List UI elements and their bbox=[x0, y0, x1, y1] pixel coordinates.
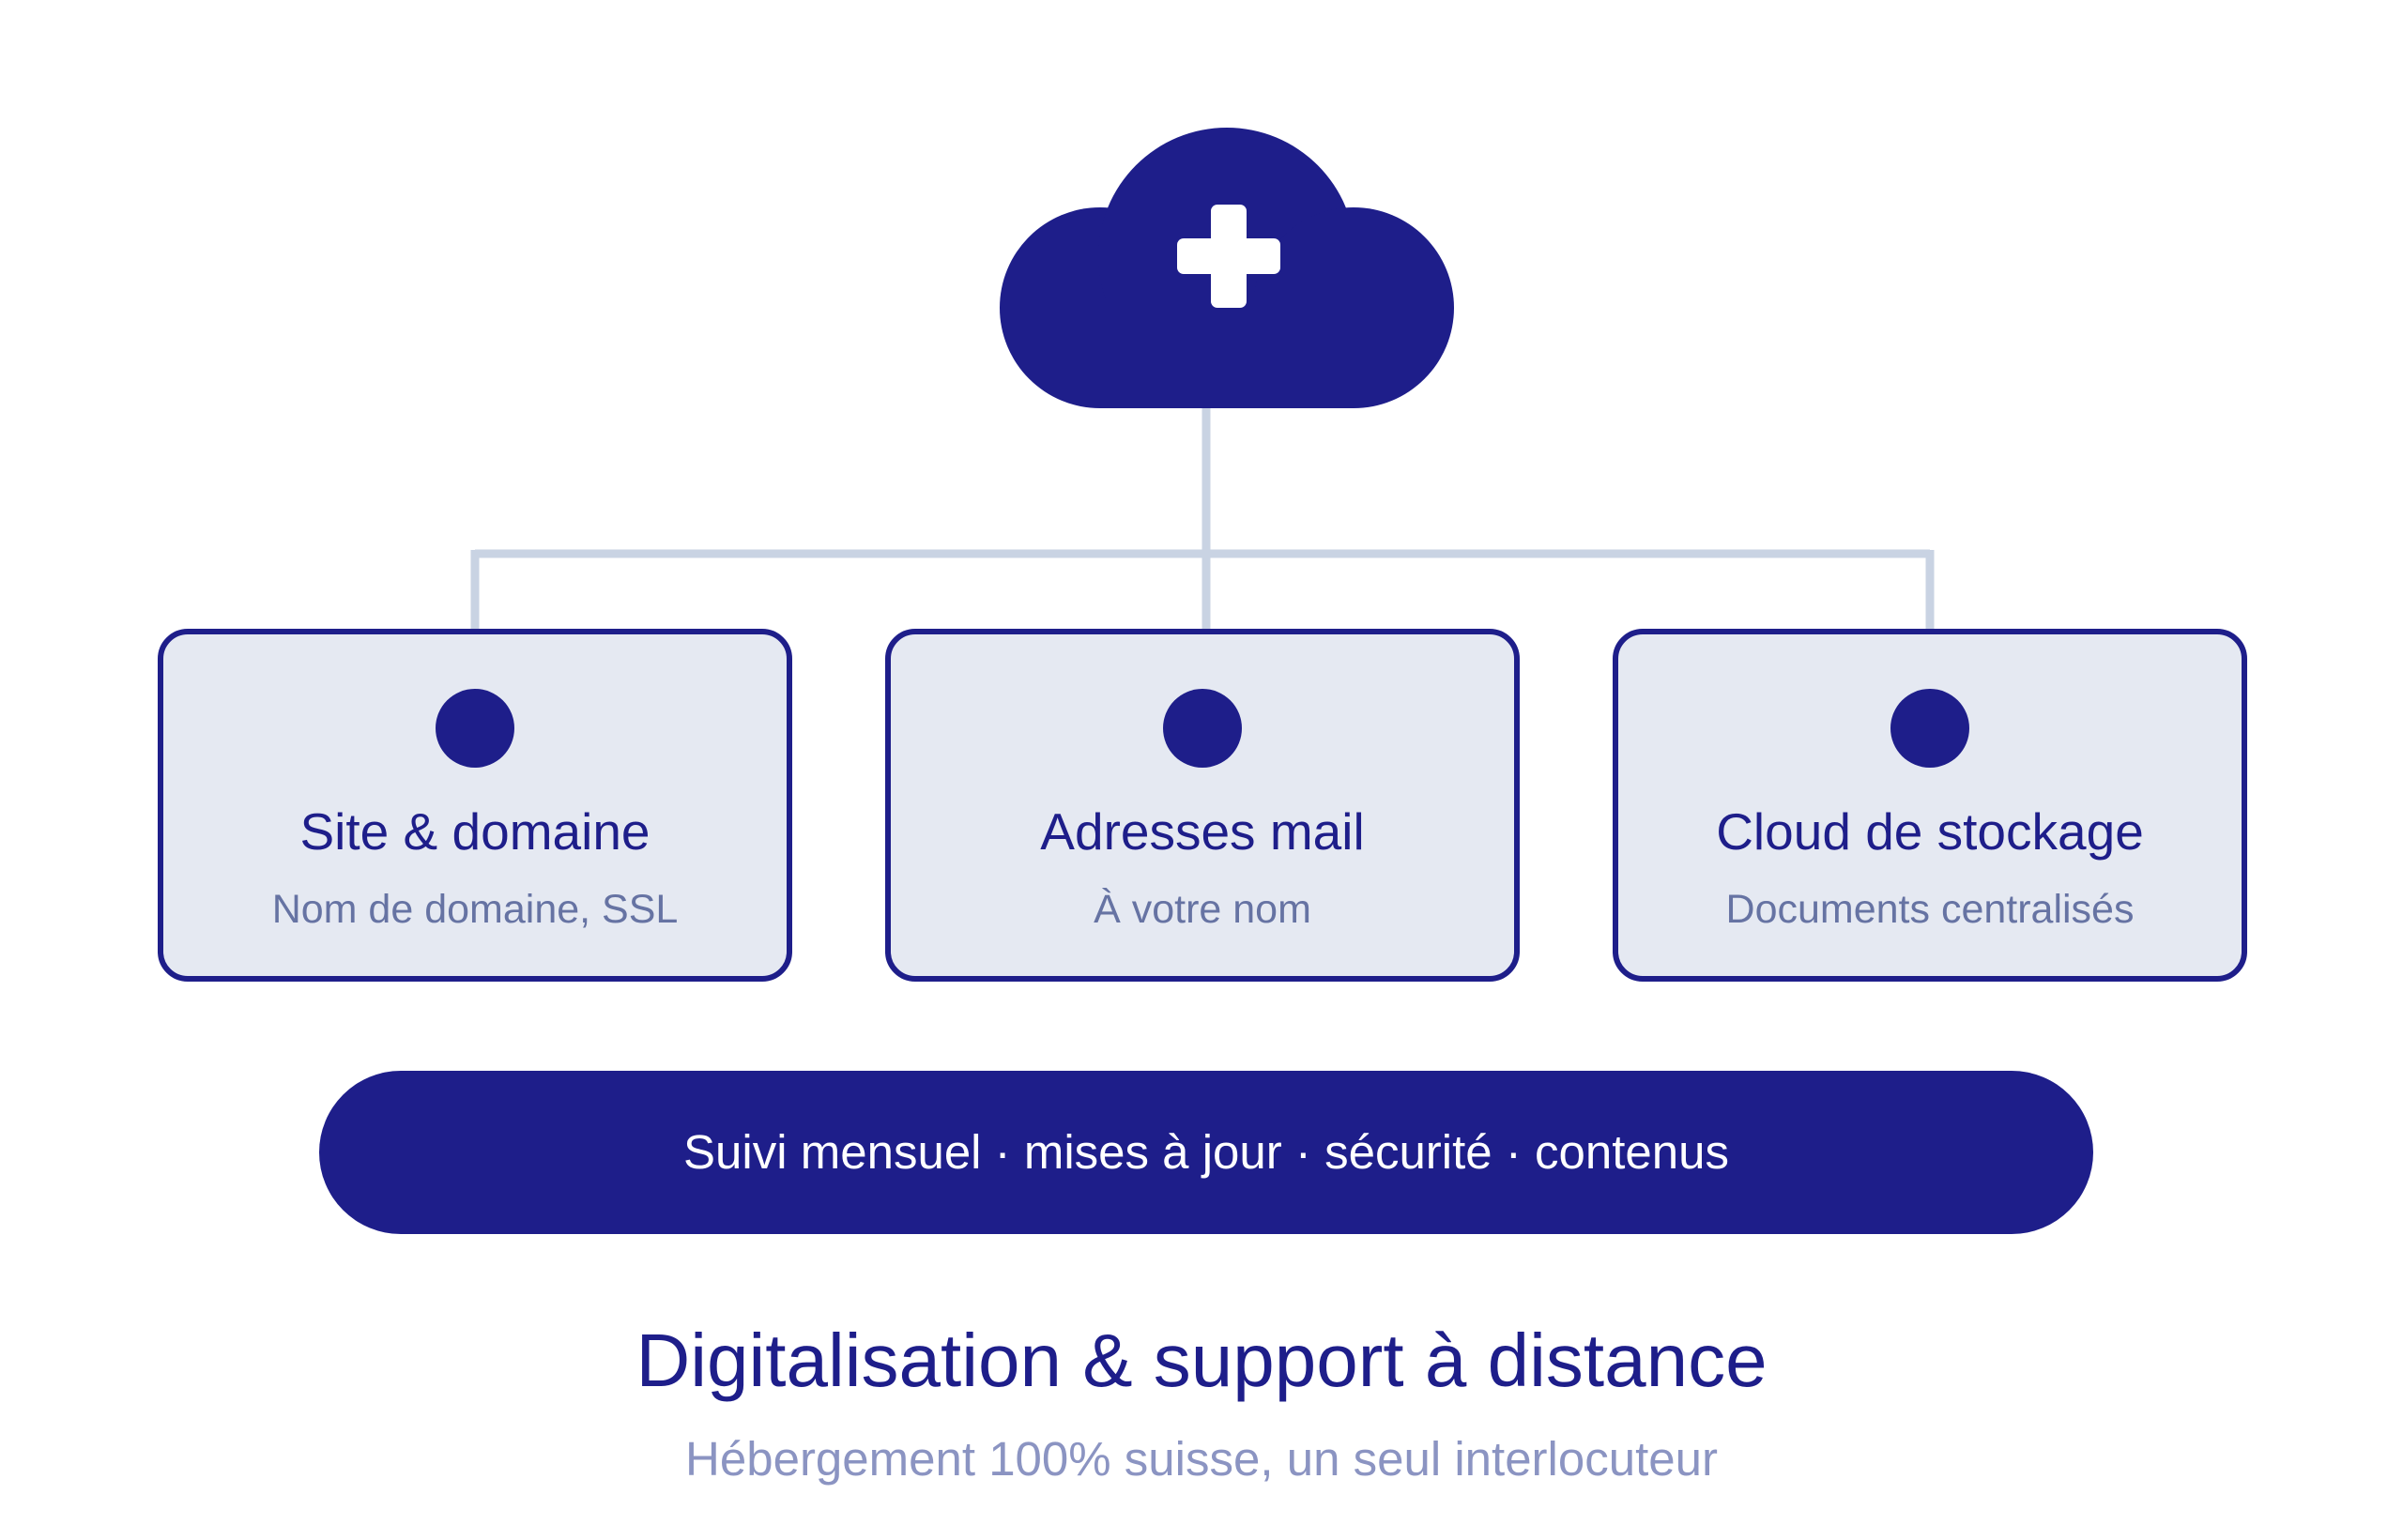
bullet-dot bbox=[1890, 689, 1969, 768]
card-subtitle: À votre nom bbox=[1094, 887, 1311, 932]
banner-text: Suivi mensuel · mises à jour · sécurité … bbox=[683, 1125, 1729, 1179]
support-banner: Suivi mensuel · mises à jour · sécurité … bbox=[319, 1071, 2093, 1234]
card-title: Cloud de stockage bbox=[1716, 802, 2144, 861]
page-subtitle: Hébergement 100% suisse, un seul interlo… bbox=[685, 1432, 1718, 1486]
service-card-site: Site & domaine Nom de domaine, SSL bbox=[158, 629, 792, 982]
card-subtitle: Nom de domaine, SSL bbox=[271, 887, 679, 932]
bullet-dot bbox=[436, 689, 514, 768]
bullet-dot bbox=[1163, 689, 1242, 768]
service-card-mail: Adresses mail À votre nom bbox=[885, 629, 1520, 982]
card-title: Site & domaine bbox=[299, 802, 650, 861]
card-subtitle: Documents centralisés bbox=[1725, 887, 2135, 932]
cloud-plus-icon bbox=[995, 122, 1455, 413]
card-title: Adresses mail bbox=[1040, 802, 1365, 861]
page-title: Digitalisation & support à distance bbox=[635, 1319, 1768, 1402]
service-card-cloud: Cloud de stockage Documents centralisés bbox=[1613, 629, 2247, 982]
